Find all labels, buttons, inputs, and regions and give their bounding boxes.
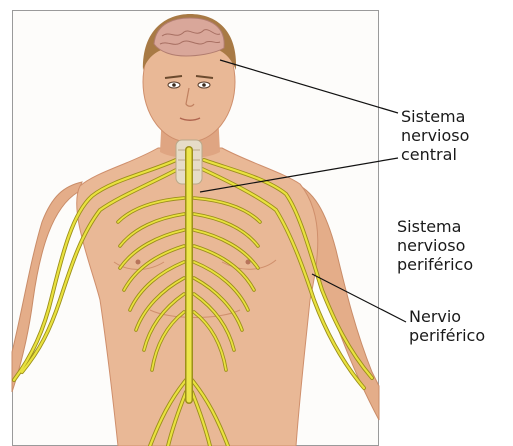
label-central-line-1: Sistema (401, 107, 469, 126)
left-pupil (172, 83, 176, 87)
label-peripheral-line-1: Sistema (397, 217, 473, 236)
label-central-nervous-system: Sistema nervioso central (401, 107, 469, 164)
right-pupil (202, 83, 206, 87)
label-peripheral-nerve: Nervio periférico (409, 307, 485, 345)
left-nipple (136, 260, 141, 265)
label-central-line-3: central (401, 145, 469, 164)
label-nerve-line-2: periférico (409, 326, 485, 345)
label-peripheral-line-2: nervioso (397, 236, 473, 255)
label-central-line-2: nervioso (401, 126, 469, 145)
label-peripheral-nervous-system: Sistema nervioso periférico (397, 217, 473, 274)
label-nerve-line-1: Nervio (409, 307, 485, 326)
label-peripheral-line-3: periférico (397, 255, 473, 274)
